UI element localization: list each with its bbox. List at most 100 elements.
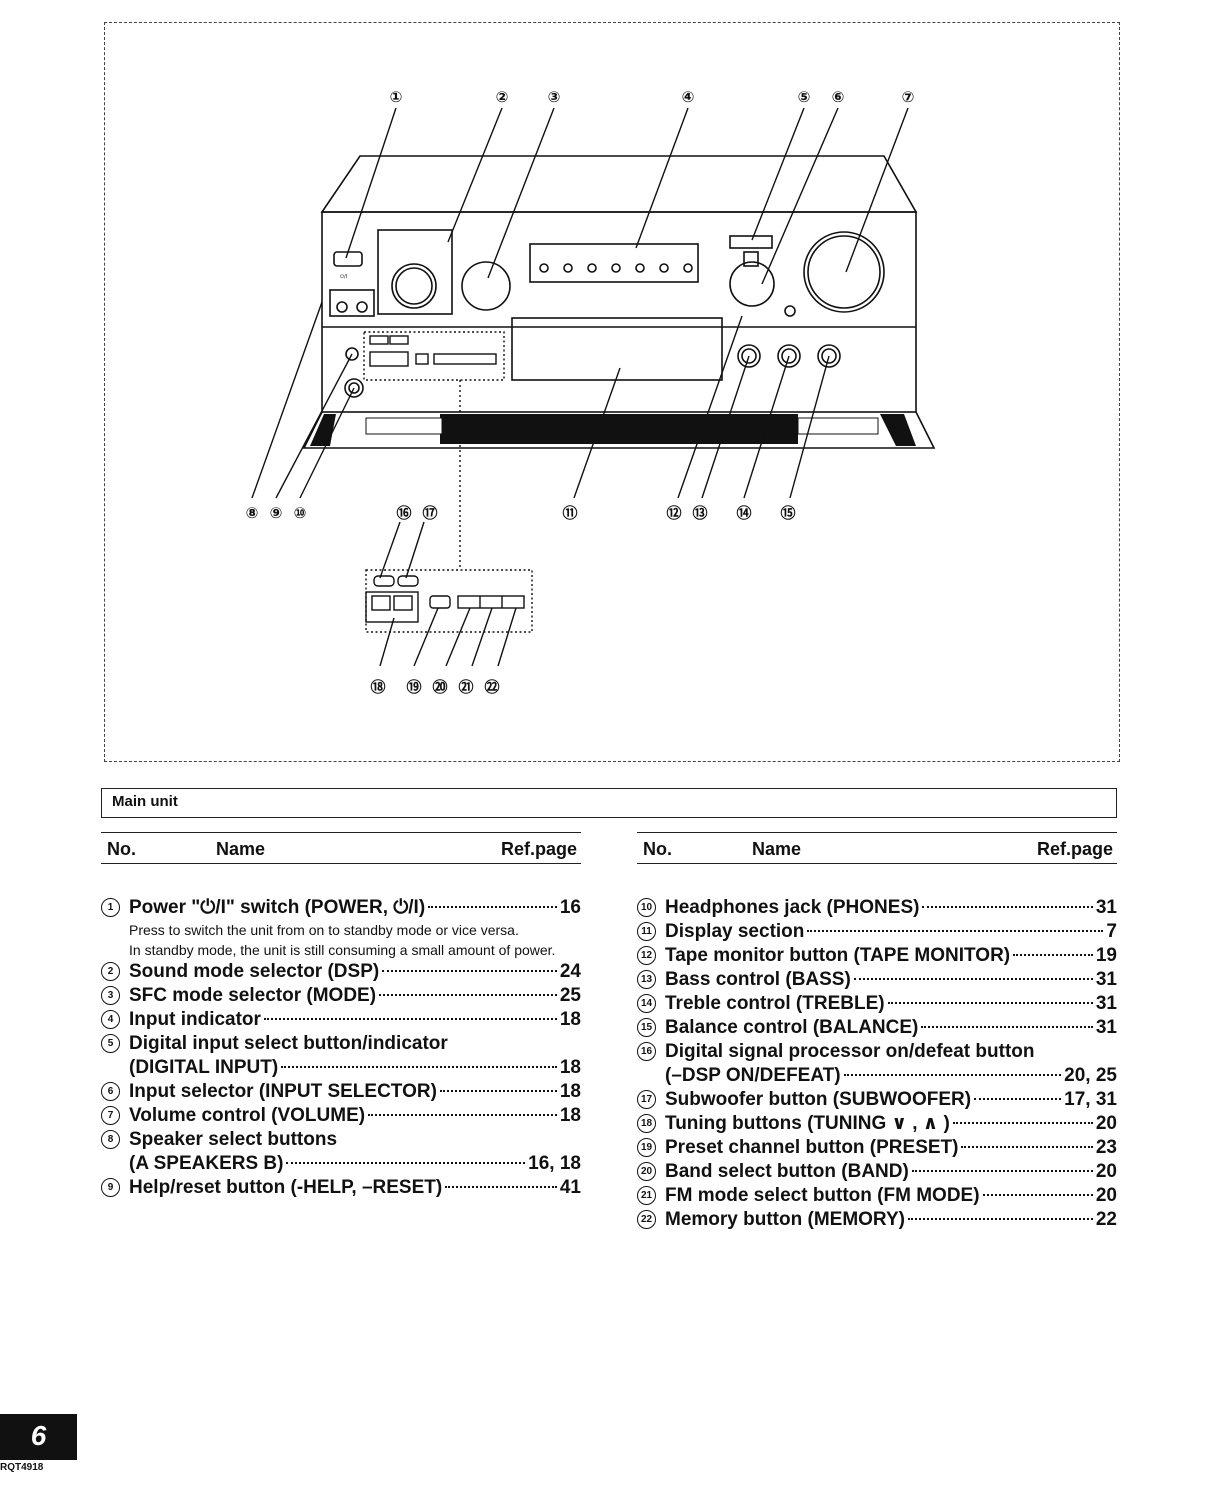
- item-ref: 31: [1095, 993, 1117, 1014]
- item-ref: 41: [559, 1177, 581, 1198]
- callout-2: ②: [496, 88, 509, 106]
- callout-1: ①: [390, 88, 403, 106]
- item-name-cont: (–DSP ON/DEFEAT): [665, 1065, 841, 1086]
- page-number: 6: [30, 1420, 47, 1451]
- item-ref: 24: [559, 961, 581, 982]
- item-ref: 20: [1095, 1185, 1117, 1206]
- item-name: Band select button (BAND): [665, 1161, 909, 1182]
- callout-13: ⑬: [692, 504, 707, 522]
- item-number: 22: [637, 1210, 656, 1229]
- item-name: Subwoofer button (SUBWOOFER): [665, 1089, 972, 1110]
- item-name: Memory button (MEMORY): [665, 1209, 905, 1230]
- item-ref: 17, 31: [1064, 1089, 1117, 1110]
- item-number: 1: [101, 898, 120, 917]
- callout-8: ⑧: [246, 504, 259, 522]
- item-ref: 20: [1095, 1161, 1117, 1182]
- callout-11: ⑪: [562, 504, 577, 522]
- item-name: SFC mode selector (MODE): [129, 985, 377, 1006]
- list-item: 8 Speaker select buttons (A SPEAKERS B)1…: [101, 1128, 581, 1176]
- callout-10: ⑩: [294, 504, 307, 522]
- section-header-box: Main unit: [101, 788, 1117, 818]
- table-header: No. Name Ref.page: [101, 832, 581, 864]
- list-item: 14 Treble control (TREBLE) 31: [637, 992, 1117, 1016]
- item-ref: 18: [559, 1057, 581, 1078]
- callout-16: ⑯: [396, 504, 411, 522]
- section-title: Main unit: [112, 793, 178, 810]
- item-name-cont: (DIGITAL INPUT): [129, 1057, 279, 1078]
- callout-6: ⑥: [832, 88, 845, 106]
- item-ref: 16: [559, 897, 581, 918]
- item-number: 19: [637, 1138, 656, 1157]
- item-number: 2: [101, 962, 120, 981]
- item-number: 10: [637, 898, 656, 917]
- item-name: Sound mode selector (DSP): [129, 961, 380, 982]
- item-ref: 7: [1106, 921, 1117, 942]
- item-number: 21: [637, 1186, 656, 1205]
- callout-9: ⑨: [270, 504, 283, 522]
- item-number: 17: [637, 1090, 656, 1109]
- item-number: 18: [637, 1114, 656, 1133]
- item-number: 14: [637, 994, 656, 1013]
- item-name: Digital signal processor on/defeat butto…: [665, 1041, 1035, 1062]
- header-name: Name: [752, 839, 802, 859]
- item-name-cont: (A SPEAKERS B): [129, 1153, 284, 1174]
- item-ref: 18: [559, 1009, 581, 1030]
- item-ref: 18: [559, 1081, 581, 1102]
- document-code: RQT4918: [0, 1462, 44, 1473]
- item-ref: 18: [559, 1105, 581, 1126]
- callout-20: ⑳: [432, 678, 447, 696]
- item-name: Balance control (BALANCE): [665, 1017, 919, 1038]
- callout-3: ③: [548, 88, 561, 106]
- list-item: 12 Tape monitor button (TAPE MONITOR) 19: [637, 944, 1117, 968]
- item-number: 6: [101, 1082, 120, 1101]
- list-item: 10 Headphones jack (PHONES)31: [637, 896, 1117, 920]
- callout-21: ㉑: [458, 678, 473, 696]
- item-number: 12: [637, 946, 656, 965]
- table-header: No. Name Ref.page: [637, 832, 1117, 864]
- list-item: 15 Balance control (BALANCE) 31: [637, 1016, 1117, 1040]
- list-item: 6 Input selector (INPUT SELECTOR) 18: [101, 1080, 581, 1104]
- list-item: 21 FM mode select button (FM MODE) 20: [637, 1184, 1117, 1208]
- item-number: 11: [637, 922, 656, 941]
- list-item: 19 Preset channel button (PRESET)23: [637, 1136, 1117, 1160]
- item-name: Volume control (VOLUME): [129, 1105, 366, 1126]
- item-description: Press to switch the unit from on to stan…: [129, 922, 519, 938]
- item-name: FM mode select button (FM MODE): [665, 1185, 980, 1206]
- list-item: 20 Band select button (BAND) 20: [637, 1160, 1117, 1184]
- callout-15: ⑮: [780, 504, 795, 522]
- item-number: 15: [637, 1018, 656, 1037]
- item-name: Headphones jack (PHONES): [665, 897, 920, 918]
- callout-4: ④: [682, 88, 695, 106]
- list-item: 3 SFC mode selector (MODE)25: [101, 984, 581, 1008]
- callout-22: ㉒: [484, 678, 499, 696]
- item-number: 3: [101, 986, 120, 1005]
- parts-list-right: No. Name Ref.page 10 Headphones jack (PH…: [637, 832, 1117, 1232]
- header-name: Name: [216, 839, 266, 859]
- header-no: No.: [107, 839, 136, 859]
- figure-frame: [104, 22, 1120, 762]
- item-name: Tape monitor button (TAPE MONITOR): [665, 945, 1011, 966]
- item-name: Treble control (TREBLE): [665, 993, 885, 1014]
- item-number: 5: [101, 1034, 120, 1053]
- callout-12: ⑫: [666, 504, 681, 522]
- item-name: Preset channel button (PRESET): [665, 1137, 959, 1158]
- item-name: Input indicator: [129, 1009, 261, 1030]
- receiver-illustration: ⏻/I: [246, 88, 936, 696]
- callout-14: ⑭: [736, 504, 751, 522]
- list-item: 7 Volume control (VOLUME) 18: [101, 1104, 581, 1128]
- callout-5: ⑤: [798, 88, 811, 106]
- callout-17: ⑰: [422, 504, 437, 522]
- item-number: 8: [101, 1130, 120, 1149]
- callout-19: ⑲: [406, 678, 421, 696]
- item-number: 7: [101, 1106, 120, 1125]
- list-item: 13 Bass control (BASS)31: [637, 968, 1117, 992]
- item-number: 9: [101, 1178, 120, 1197]
- item-ref: 19: [1095, 945, 1117, 966]
- list-item: 16 Digital signal processor on/defeat bu…: [637, 1040, 1117, 1088]
- item-ref: 20, 25: [1064, 1065, 1117, 1086]
- item-ref: 31: [1095, 1017, 1117, 1038]
- item-name: Input selector (INPUT SELECTOR): [129, 1081, 437, 1102]
- item-number: 20: [637, 1162, 656, 1181]
